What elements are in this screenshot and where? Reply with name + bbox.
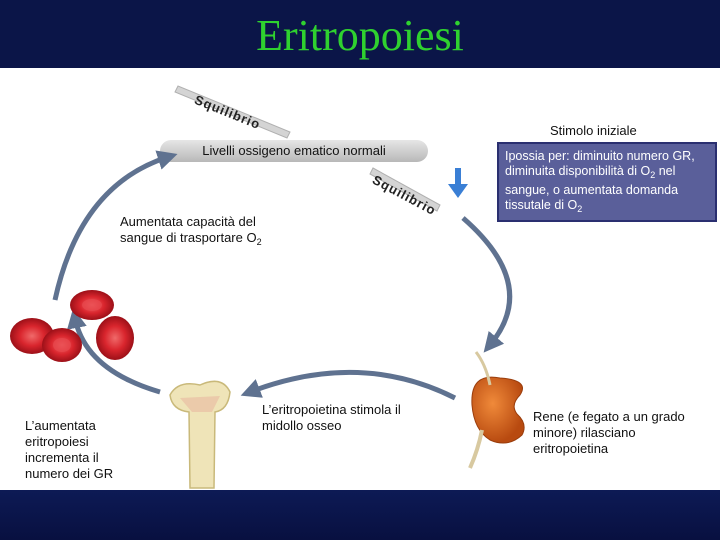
diagram-panel — [0, 68, 720, 490]
footer-band — [0, 490, 720, 540]
cycle-arrow-bottom — [240, 369, 457, 401]
cycle-arrow-upper-left — [52, 150, 178, 301]
normal-level-bar — [160, 140, 428, 162]
page-title: Eritropoiesi — [256, 11, 464, 60]
cycle-arrow-right — [461, 216, 513, 353]
kidney-icon — [468, 351, 525, 469]
aumentata-eritropoiesi-label: L’aumentata eritropoiesi incrementa il n… — [25, 418, 114, 481]
squilibrio-bar-lower — [369, 167, 441, 212]
aumentata-capacita-label: Aumentata capacità del sangue di traspor… — [120, 214, 262, 247]
eritropoietina-label: L’eritropoietina stimola il midollo osse… — [262, 402, 401, 433]
rene-label: Rene (e fegato a un grado minore) rilasc… — [533, 409, 685, 456]
ipossia-box: Ipossia per: diminuito numero GR, diminu… — [497, 142, 717, 222]
squilibrio-bar-top — [174, 85, 291, 139]
bone-icon — [169, 380, 231, 489]
stimolo-iniziale-label: Stimolo iniziale — [550, 123, 637, 138]
blue-down-arrow-icon — [448, 168, 468, 198]
normal-level-label: Livelli ossigeno ematico normali — [202, 143, 386, 158]
red-blood-cells-icon — [10, 290, 134, 362]
cycle-arrow-left — [67, 308, 161, 395]
